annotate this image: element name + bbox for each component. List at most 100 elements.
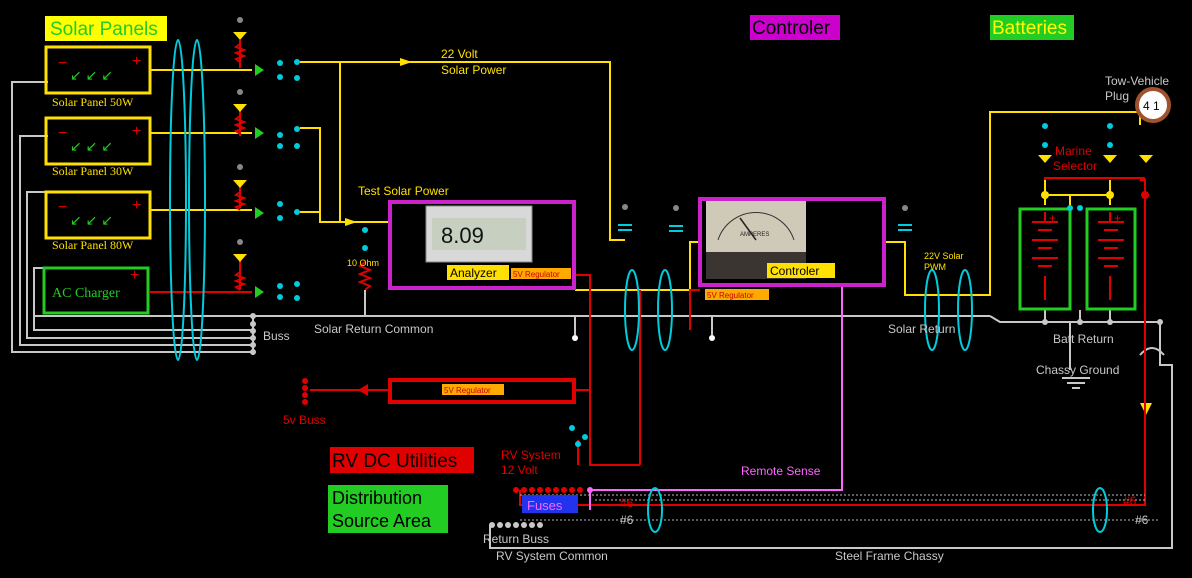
five-v-buss: 5v Buss [283,378,326,427]
wire-6-label: #6 [1123,494,1137,508]
svg-text:10 Ohm: 10 Ohm [347,258,379,268]
tow-vehicle-plug: Tow-Vehicle Plug 4 1 [1105,74,1171,123]
battery-2: + [1085,207,1137,311]
remote-sense-label: Remote Sense [741,464,821,478]
led-icon [233,254,247,262]
svg-text:5V Regulator: 5V Regulator [444,386,491,395]
batteries-header: Batteries [990,15,1074,40]
svg-text:Distribution: Distribution [332,488,422,508]
arrow-icon [358,384,368,396]
svg-text:22V Solar: 22V Solar [924,251,964,261]
svg-text:Controler: Controler [770,264,819,278]
panel-row-components [233,17,300,301]
chassy-ground-label: Chassy Ground [1036,363,1119,377]
test-resistor: 10 Ohm [347,227,379,316]
solar-panel-80w: − + ↙ ↙ ↙ Solar Panel 80W [44,190,152,252]
analyzer: 8.09 Analyzer 5V Regulator [388,200,576,290]
svg-text:Tow-Vehicle: Tow-Vehicle [1105,74,1169,88]
solar-panel-30w: − + ↙ ↙ ↙ Solar Panel 30W [44,116,152,178]
diode-icon [255,64,264,76]
svg-text:RV System Common: RV System Common [496,549,608,563]
svg-text:AMPERES: AMPERES [740,232,769,238]
svg-text:Plug: Plug [1105,89,1129,103]
solar-panel-50w: − + ↙ ↙ ↙ Solar Panel 50W [44,45,152,109]
svg-text:Marine: Marine [1055,144,1092,158]
resistor-icon [233,271,247,291]
steel-frame-label: Steel Frame Chassy [835,549,944,563]
svg-text:5V Regulator: 5V Regulator [707,291,754,300]
wire-6-dotted [520,494,1160,521]
svg-text:+: + [132,123,141,140]
wire-6-label: #6 [620,513,634,527]
solar-cell-icon: ↙ ↙ ↙ [70,138,113,154]
distribution-source-header: Distribution Source Area [328,485,448,533]
buss-label: Buss [263,329,290,343]
svg-text:Source Area: Source Area [332,511,432,531]
solar-return-label: Solar Return [888,322,955,336]
resistor-icon [233,115,247,135]
diode-icon [255,207,264,219]
capacitor-icons [618,204,912,232]
wire-6-label: #6 [1135,513,1149,527]
resistor-icon [233,43,247,63]
solar-cell-icon: ↙ ↙ ↙ [70,212,113,228]
svg-text:Controler: Controler [752,18,831,39]
svg-text:Solar Panel 30W: Solar Panel 30W [52,164,134,178]
svg-text:PWM: PWM [924,262,946,272]
fuse-block: Fuses [513,487,593,513]
svg-text:Solar Panel 80W: Solar Panel 80W [52,238,134,252]
svg-text:Fuses: Fuses [527,498,563,513]
led-icon [233,32,247,40]
solar-power-label: 22 Volt [441,47,478,61]
meter-readout: 8.09 [441,223,484,248]
svg-text:−: − [58,199,67,216]
svg-text:5V Regulator: 5V Regulator [513,270,560,279]
solar-cell-icon: ↙ ↙ ↙ [70,67,113,83]
ac-charger: AC Charger + [42,266,150,315]
svg-text:+: + [1114,211,1121,225]
battery-1: + [1018,207,1072,311]
charge-controler: AMPERES Controler 5V Regulator 22V Solar… [698,197,964,300]
diode-icon [255,286,264,298]
ammeter-dial-icon [717,211,795,241]
batt-return-label: Batt Return [1053,332,1114,346]
power-wiring [150,40,1146,506]
marine-selector: Marine Selector [1038,123,1153,211]
svg-text:−: − [58,125,67,142]
solar-wiring [150,61,1141,296]
svg-text:5v Buss: 5v Buss [283,413,326,427]
svg-text:RV DC Utilities: RV DC Utilities [332,451,457,472]
resistor-icon [357,261,373,291]
svg-text:Selector: Selector [1053,159,1097,173]
arrow-icon [345,218,357,226]
controler-header: Controler [750,15,840,40]
solar-power-label: Solar Power [441,63,506,77]
svg-text:−: − [58,55,67,72]
remote-sense-wiring [589,285,843,510]
test-solar-power-label: Test Solar Power [358,184,449,198]
svg-text:+: + [132,197,141,214]
svg-text:4 1: 4 1 [1143,99,1160,113]
svg-text:+: + [1049,211,1056,225]
rv-dc-utilities-header: RV DC Utilities [330,447,474,473]
svg-text:Solar Panel 50W: Solar Panel 50W [52,95,134,109]
svg-text:Return Buss: Return Buss [483,532,549,546]
five-v-regulator: 5V Regulator [358,378,576,404]
svg-text:Analyzer: Analyzer [450,266,497,280]
resistor-icon [233,191,247,211]
svg-text:Solar Panels: Solar Panels [50,19,158,40]
wire-bundle-ellipses [169,39,1108,533]
rv-system-label: RV System [501,448,561,462]
led-icon [233,180,247,188]
return-buss-dots [250,313,1163,355]
svg-text:AC Charger: AC Charger [52,286,120,301]
led-icon [233,104,247,112]
rv-system-label: 12 Volt [501,463,538,477]
solar-panels-header: Solar Panels [45,16,167,41]
solar-return-common-label: Solar Return Common [314,322,433,336]
ground-icon [1062,377,1090,389]
return-buss: Return Buss RV System Common [483,522,608,563]
diode-icon [255,127,264,139]
led-icon [1139,155,1153,163]
